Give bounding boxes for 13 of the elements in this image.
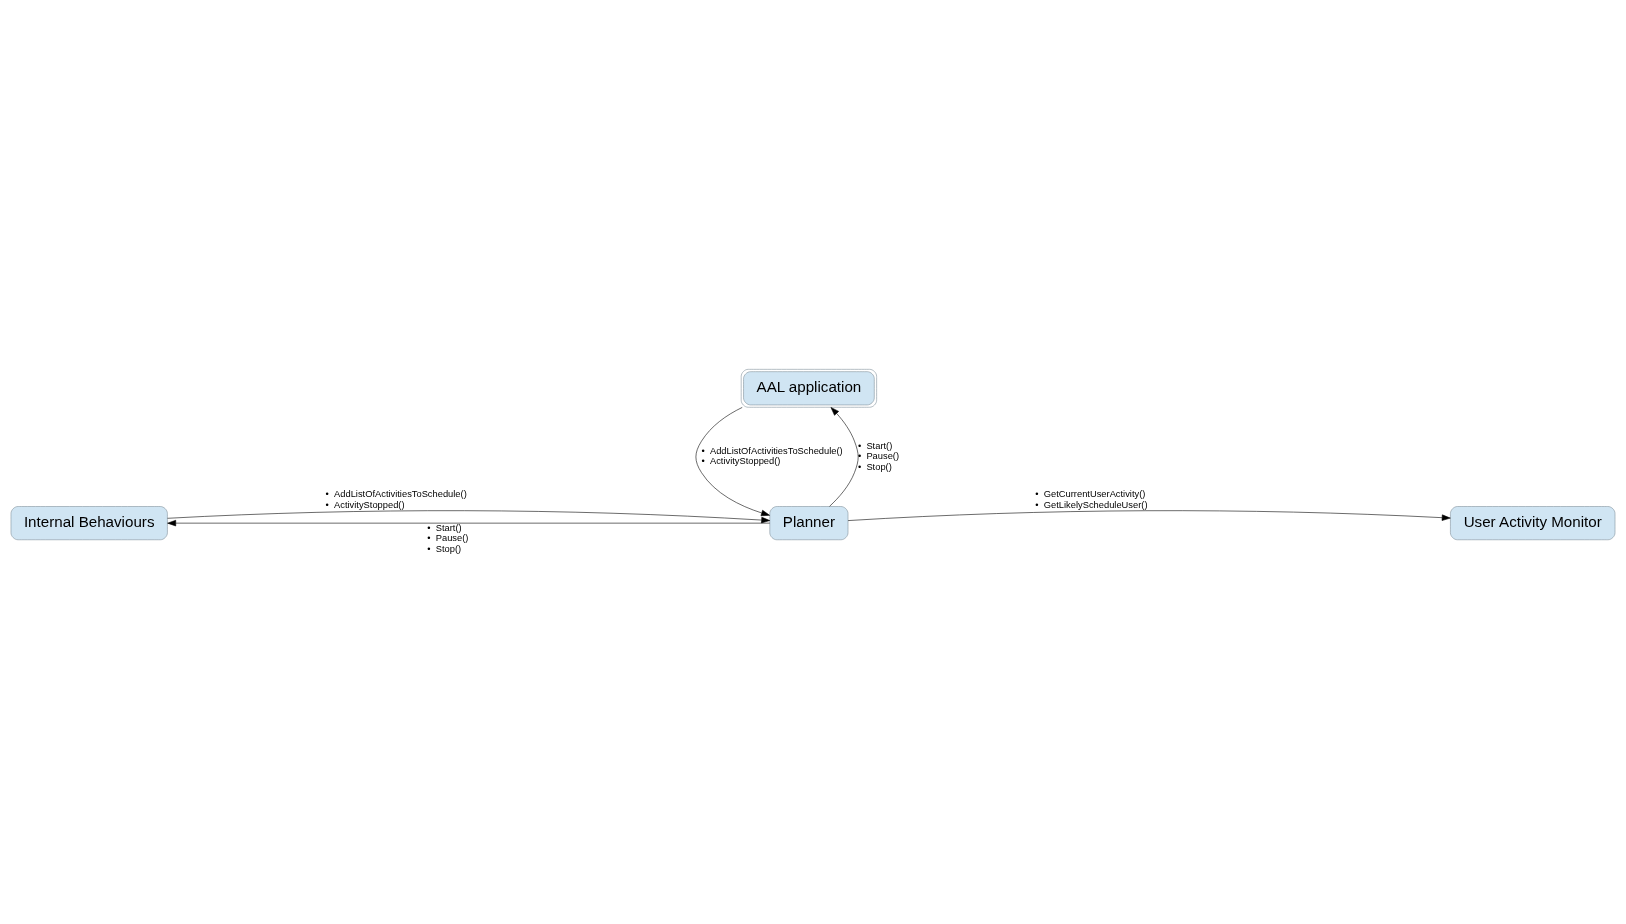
edge-label: • AddListOfActivitiesToSchedule() • ActivityStopped() [701,445,843,467]
arrow [167,520,771,527]
edge-label: • Start() • Pause() • Stop() [857,440,900,472]
arrow [167,510,771,524]
edge-label: • GetCurrentUserActivity() • GetLikelyScheduleUser() [1035,489,1148,510]
node-box: Planner [769,506,849,541]
edge-label: • Start() • Pause() • Stop() [427,522,469,554]
arrow [695,407,770,517]
arrow [847,510,1451,521]
edge-label: • AddListOfActivitiesToSchedule() • ActivityStopped() [325,489,467,510]
node-box: User Activity Monitor [1450,506,1616,541]
node-box: Internal Behaviours [10,506,168,541]
arrow [829,407,859,507]
